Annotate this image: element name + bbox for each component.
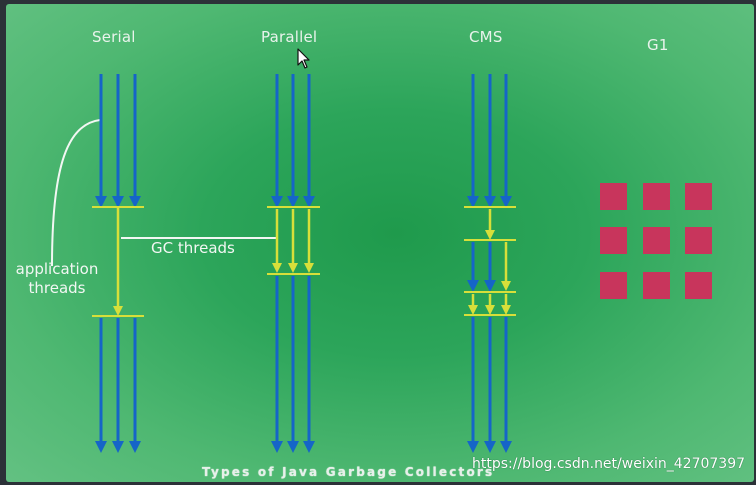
parallel-label: Parallel	[261, 28, 318, 46]
parallel-column	[267, 74, 320, 453]
g1-region	[685, 227, 712, 254]
application-threads-line-1: application	[15, 260, 99, 278]
gc-diagram	[51, 74, 712, 453]
application-threads-callout: application threads	[8, 260, 106, 298]
application-threads-callout-line	[51, 119, 101, 267]
serial-column	[92, 74, 144, 453]
cms-column	[464, 74, 516, 453]
cms-label: CMS	[469, 28, 503, 46]
mouse-pointer-icon	[297, 48, 310, 69]
g1-region	[643, 183, 670, 210]
g1-region	[643, 272, 670, 299]
g1-region	[685, 272, 712, 299]
g1-region	[643, 227, 670, 254]
application-threads-line-2: threads	[28, 279, 86, 297]
g1-region	[600, 272, 627, 299]
slide: Serial Parallel CMS G1	[6, 4, 754, 482]
g1-region	[600, 183, 627, 210]
g1-region	[600, 227, 627, 254]
g1-region-grid	[600, 183, 712, 299]
gc-threads-callout: GC threads	[151, 239, 235, 257]
serial-label: Serial	[92, 28, 136, 46]
g1-region	[685, 183, 712, 210]
slide-footer-title: Types of Java Garbage Collectors	[202, 465, 495, 479]
source-watermark: https://blog.csdn.net/weixin_42707397	[472, 456, 746, 472]
g1-label: G1	[647, 36, 669, 54]
